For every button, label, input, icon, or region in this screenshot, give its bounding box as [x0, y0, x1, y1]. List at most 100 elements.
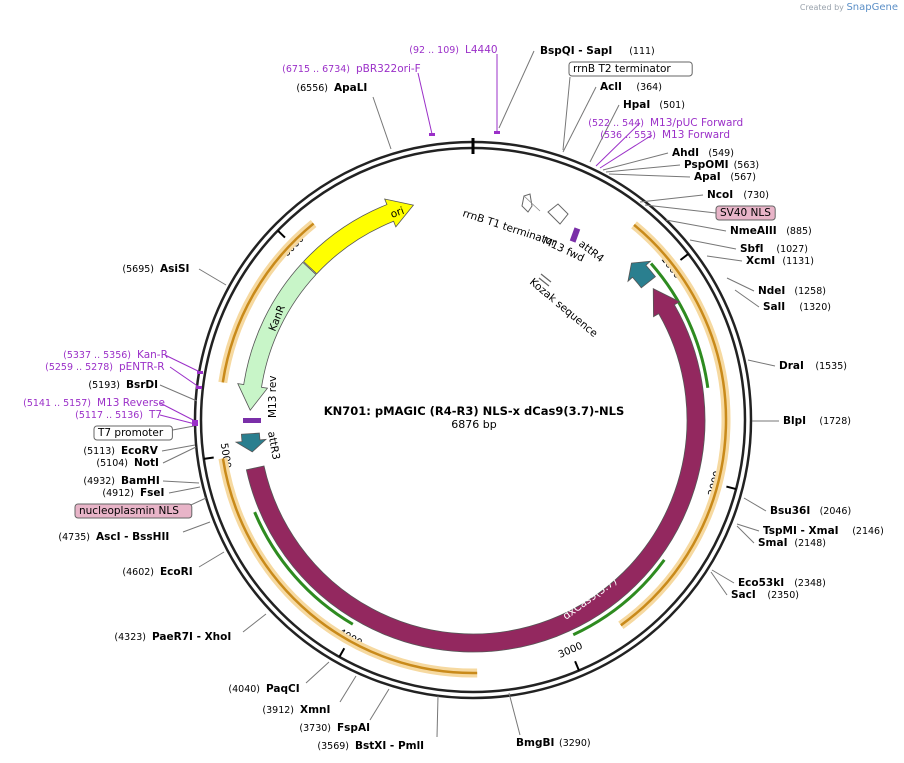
site-smai: SmaI(2148) [736, 525, 826, 549]
site-position: (92 .. 109) [409, 45, 459, 56]
site-position: (6556) [296, 83, 328, 94]
site-paer7i: (4323)PaeR7I - XhoI [114, 613, 267, 643]
site-leader-line [161, 444, 196, 452]
site-position: (4912) [102, 488, 134, 499]
site-nucleoplasmin-nls: nucleoplasmin NLS [74, 497, 207, 519]
tick-mark-2000 [726, 485, 737, 491]
site-leader-line [599, 134, 653, 169]
site-leader-line [372, 96, 392, 150]
site-leader-line [710, 571, 728, 596]
ori-label: ori [389, 205, 406, 221]
site-position: (2348) [794, 578, 826, 589]
site-fspai: (3730)FspAI [299, 688, 390, 734]
site-fsei: (4912)FseI [102, 486, 201, 499]
site-position: (5695) [122, 264, 154, 275]
site-leader-line [605, 164, 681, 173]
site-name: EcoRI [160, 566, 193, 578]
site-leader-line [159, 402, 196, 422]
site-leader-line [436, 695, 439, 738]
site-leader-line [198, 268, 227, 286]
site-name: L4440 [465, 44, 498, 56]
primer-mark-0 [429, 133, 435, 136]
site-apali: (6556)ApaLI [296, 82, 392, 150]
site-leader-line [602, 152, 669, 171]
feature-label-box [715, 205, 776, 221]
primer-mark-1 [494, 131, 500, 134]
site-name: SbfI [740, 243, 764, 255]
map-title: KN701: pMAGIC (R4-R3) NLS-x dCas9(3.7)-N… [324, 404, 624, 418]
site-name: NdeI [758, 285, 785, 297]
site-ncoi: NcoI(730) [639, 189, 769, 203]
site-name: EcoRV [121, 445, 159, 457]
site-name: HpaI [623, 99, 650, 111]
site-bamhi: (4932)BamHI [83, 475, 200, 487]
site-leader-line [689, 239, 737, 250]
site-position: (111) [629, 46, 655, 57]
site-xcmi: XcmI(1131) [706, 255, 814, 267]
site-rrnb-t2-terminator: rrnB T2 terminator [562, 61, 693, 151]
tick-mark-4000 [338, 647, 346, 658]
site-position: (2350) [767, 590, 799, 601]
site-position: (4040) [228, 684, 260, 695]
site-position: (5193) [88, 380, 120, 391]
site-hpai: HpaI(501) [589, 99, 685, 163]
site-position: (1258) [794, 286, 826, 297]
site-pspomi: PspOMI (563) [605, 159, 760, 173]
site-name: BmgBI [516, 737, 554, 749]
site-name: XmnI [300, 704, 330, 716]
site-name: pBR322ori-F [356, 63, 421, 75]
site-kan-r: (5337 .. 5356)Kan-R [63, 349, 201, 373]
feature-label-box [93, 425, 173, 441]
site-name: BamHI [121, 475, 160, 487]
site-leader-line [734, 289, 760, 308]
site-position: (536 .. 553) [600, 130, 656, 141]
site-bsu36i: Bsu36I(2046) [743, 497, 851, 517]
site-name: NmeAIII [730, 225, 777, 237]
site-leader-line [498, 50, 535, 129]
site-asci: (4735)AscI - BssHII [58, 521, 211, 543]
site-t7: (5117 .. 5136)T7 [75, 409, 196, 425]
site-name: TspMI - XmaI [763, 525, 839, 537]
site-apai: ApaI(567) [608, 171, 756, 183]
snapgene-logo: SnapGene [846, 2, 898, 13]
site-bsrdi: (5193)BsrDI [88, 379, 198, 402]
site-leader-line [743, 497, 767, 512]
site-name: BstXI - PmlI [355, 740, 424, 752]
site-position: (3569) [317, 741, 349, 752]
site-leader-line [162, 480, 200, 484]
site-ndei: NdeI (1258) [726, 277, 826, 297]
site-asisi: (5695)AsiSI [122, 263, 227, 286]
highlight-core-0 [620, 223, 728, 627]
site-leader-line [589, 104, 620, 163]
tick-mark-6000 [277, 229, 286, 239]
site-leader-line [164, 354, 201, 373]
site-leader-line [162, 446, 197, 464]
site-name: PspOMI [684, 159, 729, 171]
label-layer: BspQI - SapI(111)rrnB T2 terminatorAclI(… [23, 44, 884, 752]
primer-mark-3 [196, 386, 202, 389]
site-drai: DraI(1535) [747, 359, 847, 372]
site-leader-line [736, 523, 760, 532]
site-sv40-nls: SV40 NLS [644, 204, 776, 221]
site-pentr-r: (5259 .. 5278)pENTR-R [45, 361, 200, 388]
site-position: (3290) [559, 738, 591, 749]
feature-label-text: T7 promoter [97, 427, 164, 439]
site-m13-puc-forward: (522 .. 544)M13/pUC Forward [588, 117, 743, 167]
site-position: (563) [734, 160, 760, 171]
site-name: M13 Reverse [97, 397, 165, 409]
site-leader-line [736, 525, 755, 544]
kozak-label: Kozak sequence [527, 276, 600, 340]
site-ecorv: (5113)EcoRV [83, 444, 196, 457]
highlight-core-1 [221, 458, 478, 675]
snapgene-credit: Created by SnapGene [800, 2, 898, 13]
site-leader-line [305, 661, 330, 684]
site-name: ApaI [694, 171, 721, 183]
site-position: (5104) [96, 458, 128, 469]
tick-mark-3000 [574, 660, 580, 671]
site-bmgbi: BmgBI (3290) [508, 692, 591, 749]
site-position: (5259 .. 5278) [45, 362, 113, 373]
site-leader-line [639, 194, 704, 203]
site-leader-line [706, 255, 743, 262]
site-blpi: BlpI(1728) [752, 415, 851, 427]
